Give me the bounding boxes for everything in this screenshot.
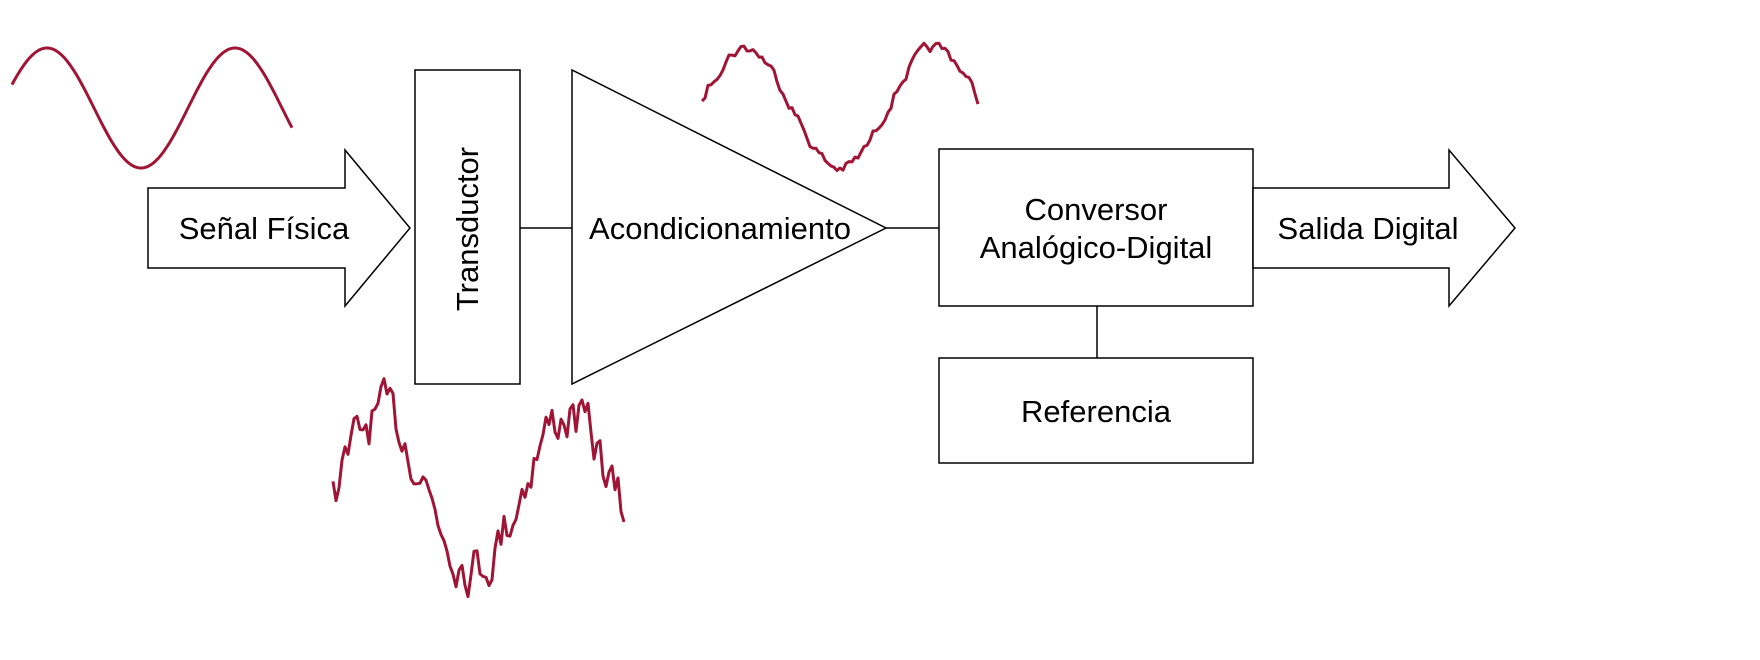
transducer-label: Transductor <box>450 147 485 311</box>
transducer-block: Transductor <box>414 69 521 385</box>
reference-block: Referencia <box>938 357 1254 464</box>
conditioning-amplifier: Acondicionamiento <box>571 68 888 386</box>
output-arrow: Salida Digital <box>1252 147 1516 309</box>
adc-label-line2: Analógico-Digital <box>980 230 1213 265</box>
slightly-noisy-wave <box>700 41 980 172</box>
noisy-wave <box>331 377 626 599</box>
input-arrow: Señal Física <box>147 147 411 309</box>
clean-sine-wave <box>10 46 294 170</box>
adc-label-line1: Conversor <box>1025 192 1168 227</box>
output-arrow-label: Salida Digital <box>1278 211 1459 246</box>
conditioning-label: Acondicionamiento <box>589 211 851 246</box>
input-arrow-label: Señal Física <box>179 211 350 246</box>
adc-block: Conversor Analógico-Digital <box>938 148 1254 307</box>
reference-label: Referencia <box>1021 394 1172 429</box>
